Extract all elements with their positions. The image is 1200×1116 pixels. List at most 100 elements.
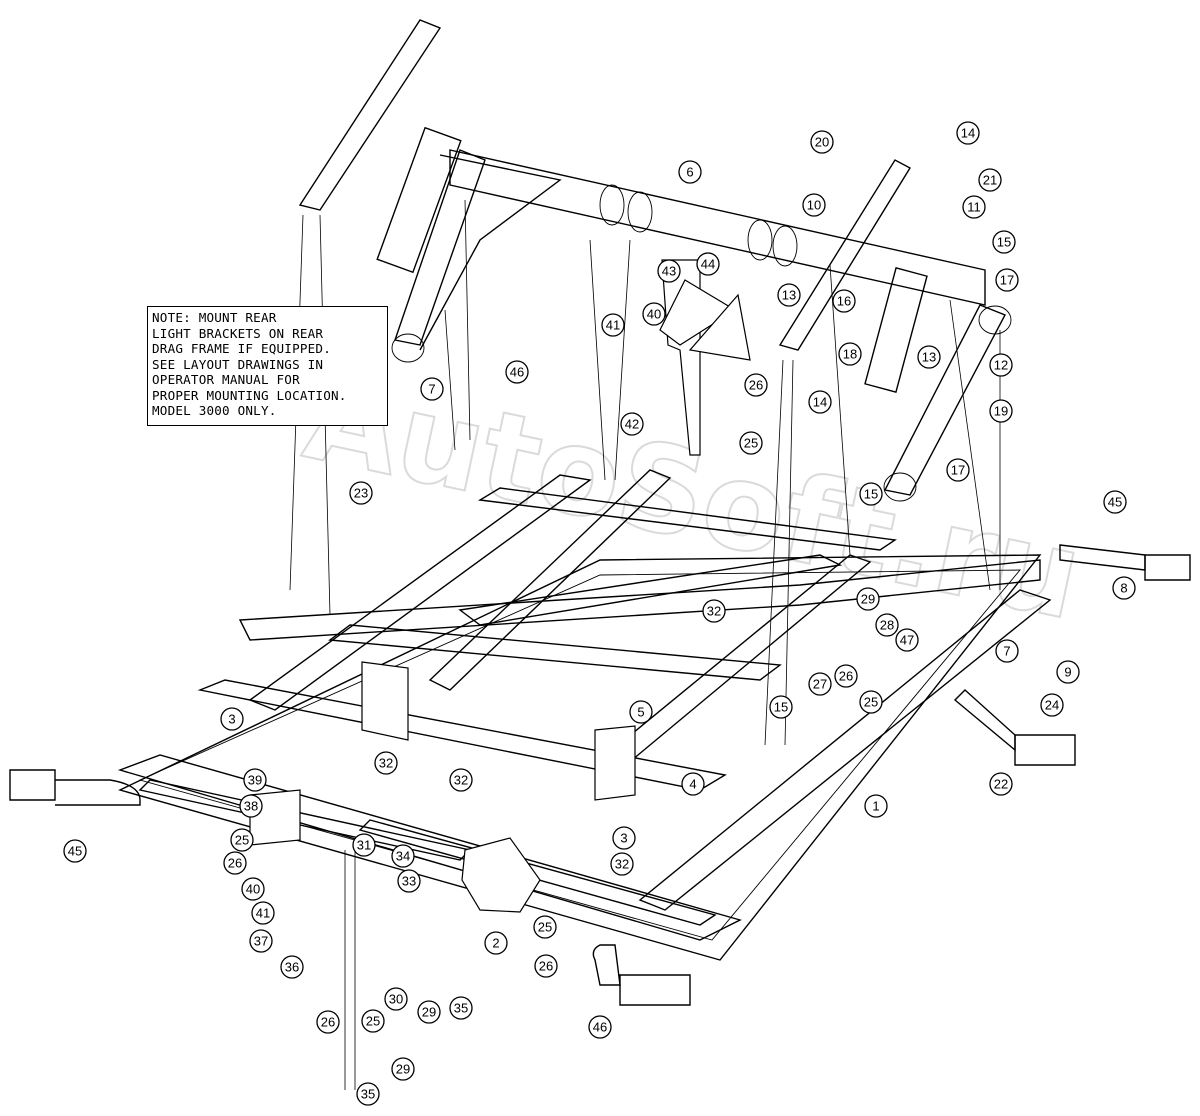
svg-text:25: 25: [744, 436, 758, 451]
note-line: SEE LAYOUT DRAWINGS IN: [152, 356, 324, 372]
svg-text:29: 29: [861, 592, 875, 607]
svg-text:20: 20: [815, 135, 829, 150]
svg-text:23: 23: [354, 486, 368, 501]
callout-45: 45: [63, 839, 87, 863]
note-line: NOTE: MOUNT REAR: [152, 310, 277, 325]
part-callouts: 1 2 3 3 4 5 6 7 7 8 9 10 11 12 13 13 14 …: [63, 121, 1136, 1106]
svg-text:40: 40: [246, 882, 260, 897]
callout-38: 38: [239, 794, 263, 818]
callout-29: 29: [417, 1000, 441, 1024]
svg-text:26: 26: [749, 378, 763, 393]
note-line: MODEL 3000 ONLY.: [152, 403, 277, 418]
svg-text:46: 46: [593, 1020, 607, 1035]
svg-text:41: 41: [606, 318, 620, 333]
svg-text:36: 36: [285, 960, 299, 975]
callout-46: 46: [588, 1015, 612, 1039]
svg-text:13: 13: [922, 350, 936, 365]
callout-41: 41: [601, 313, 625, 337]
callout-28: 28: [875, 613, 899, 637]
svg-text:35: 35: [454, 1001, 468, 1016]
svg-text:32: 32: [615, 857, 629, 872]
callout-18: 18: [838, 342, 862, 366]
callout-16: 16: [832, 289, 856, 313]
callout-22: 22: [989, 772, 1013, 796]
callout-36: 36: [280, 955, 304, 979]
callout-20: 20: [810, 130, 834, 154]
callout-8: 8: [1112, 576, 1136, 600]
callout-26: 26: [223, 851, 247, 875]
svg-text:31: 31: [357, 838, 371, 853]
svg-text:41: 41: [256, 906, 270, 921]
callout-6: 6: [678, 160, 702, 184]
callout-26: 26: [534, 954, 558, 978]
callout-15: 15: [859, 482, 883, 506]
svg-text:45: 45: [1108, 495, 1122, 510]
callout-42: 42: [620, 412, 644, 436]
svg-text:46: 46: [510, 365, 524, 380]
svg-text:21: 21: [983, 173, 997, 188]
callout-13: 13: [777, 283, 801, 307]
svg-text:6: 6: [686, 165, 693, 180]
svg-text:44: 44: [701, 257, 715, 272]
svg-text:16: 16: [837, 294, 851, 309]
svg-text:32: 32: [454, 773, 468, 788]
callout-27: 27: [808, 672, 832, 696]
svg-text:34: 34: [396, 849, 410, 864]
callout-15: 15: [992, 230, 1016, 254]
callout-24: 24: [1040, 693, 1064, 717]
main-frame: [9, 259, 1191, 1006]
callout-31: 31: [352, 833, 376, 857]
svg-text:9: 9: [1064, 665, 1071, 680]
callout-29: 29: [391, 1057, 415, 1081]
callout-32: 32: [374, 751, 398, 775]
callout-33: 33: [397, 869, 421, 893]
svg-text:47: 47: [900, 633, 914, 648]
callout-26: 26: [744, 373, 768, 397]
rear-lift-assembly: [298, 19, 1012, 502]
note-line: OPERATOR MANUAL FOR: [152, 372, 300, 387]
callout-34: 34: [391, 844, 415, 868]
callout-47: 47: [895, 628, 919, 652]
svg-text:4: 4: [689, 777, 696, 792]
callout-25: 25: [230, 828, 254, 852]
svg-text:45: 45: [68, 844, 82, 859]
svg-text:19: 19: [994, 404, 1008, 419]
callout-37: 37: [249, 929, 273, 953]
svg-text:43: 43: [662, 264, 676, 279]
callout-41: 41: [251, 901, 275, 925]
callout-26: 26: [316, 1010, 340, 1034]
callout-14: 14: [808, 390, 832, 414]
svg-text:29: 29: [422, 1005, 436, 1020]
mounting-note: NOTE: MOUNT REAR LIGHT BRACKETS ON REAR …: [147, 306, 388, 426]
svg-text:17: 17: [951, 463, 965, 478]
callout-39: 39: [243, 768, 267, 792]
svg-text:12: 12: [994, 358, 1008, 373]
callout-35: 35: [449, 996, 473, 1020]
svg-text:15: 15: [997, 235, 1011, 250]
svg-text:33: 33: [402, 874, 416, 889]
svg-text:7: 7: [1003, 644, 1010, 659]
callout-3: 3: [612, 826, 636, 850]
callout-25: 25: [859, 690, 883, 714]
callout-19: 19: [989, 399, 1013, 423]
svg-text:5: 5: [637, 705, 644, 720]
callout-10: 10: [802, 193, 826, 217]
svg-text:29: 29: [396, 1062, 410, 1077]
svg-text:39: 39: [248, 773, 262, 788]
note-line: DRAG FRAME IF EQUIPPED.: [152, 341, 331, 356]
callout-3: 3: [220, 707, 244, 731]
callout-35: 35: [356, 1082, 380, 1106]
svg-text:24: 24: [1045, 698, 1059, 713]
svg-text:1: 1: [872, 799, 879, 814]
svg-text:3: 3: [620, 831, 627, 846]
callout-25: 25: [739, 431, 763, 455]
svg-text:15: 15: [774, 700, 788, 715]
svg-text:2: 2: [492, 936, 499, 951]
svg-text:37: 37: [254, 934, 268, 949]
callout-32: 32: [449, 768, 473, 792]
callout-43: 43: [657, 259, 681, 283]
svg-text:26: 26: [839, 669, 853, 684]
svg-text:18: 18: [843, 347, 857, 362]
callout-11: 11: [962, 195, 986, 219]
svg-text:26: 26: [228, 856, 242, 871]
